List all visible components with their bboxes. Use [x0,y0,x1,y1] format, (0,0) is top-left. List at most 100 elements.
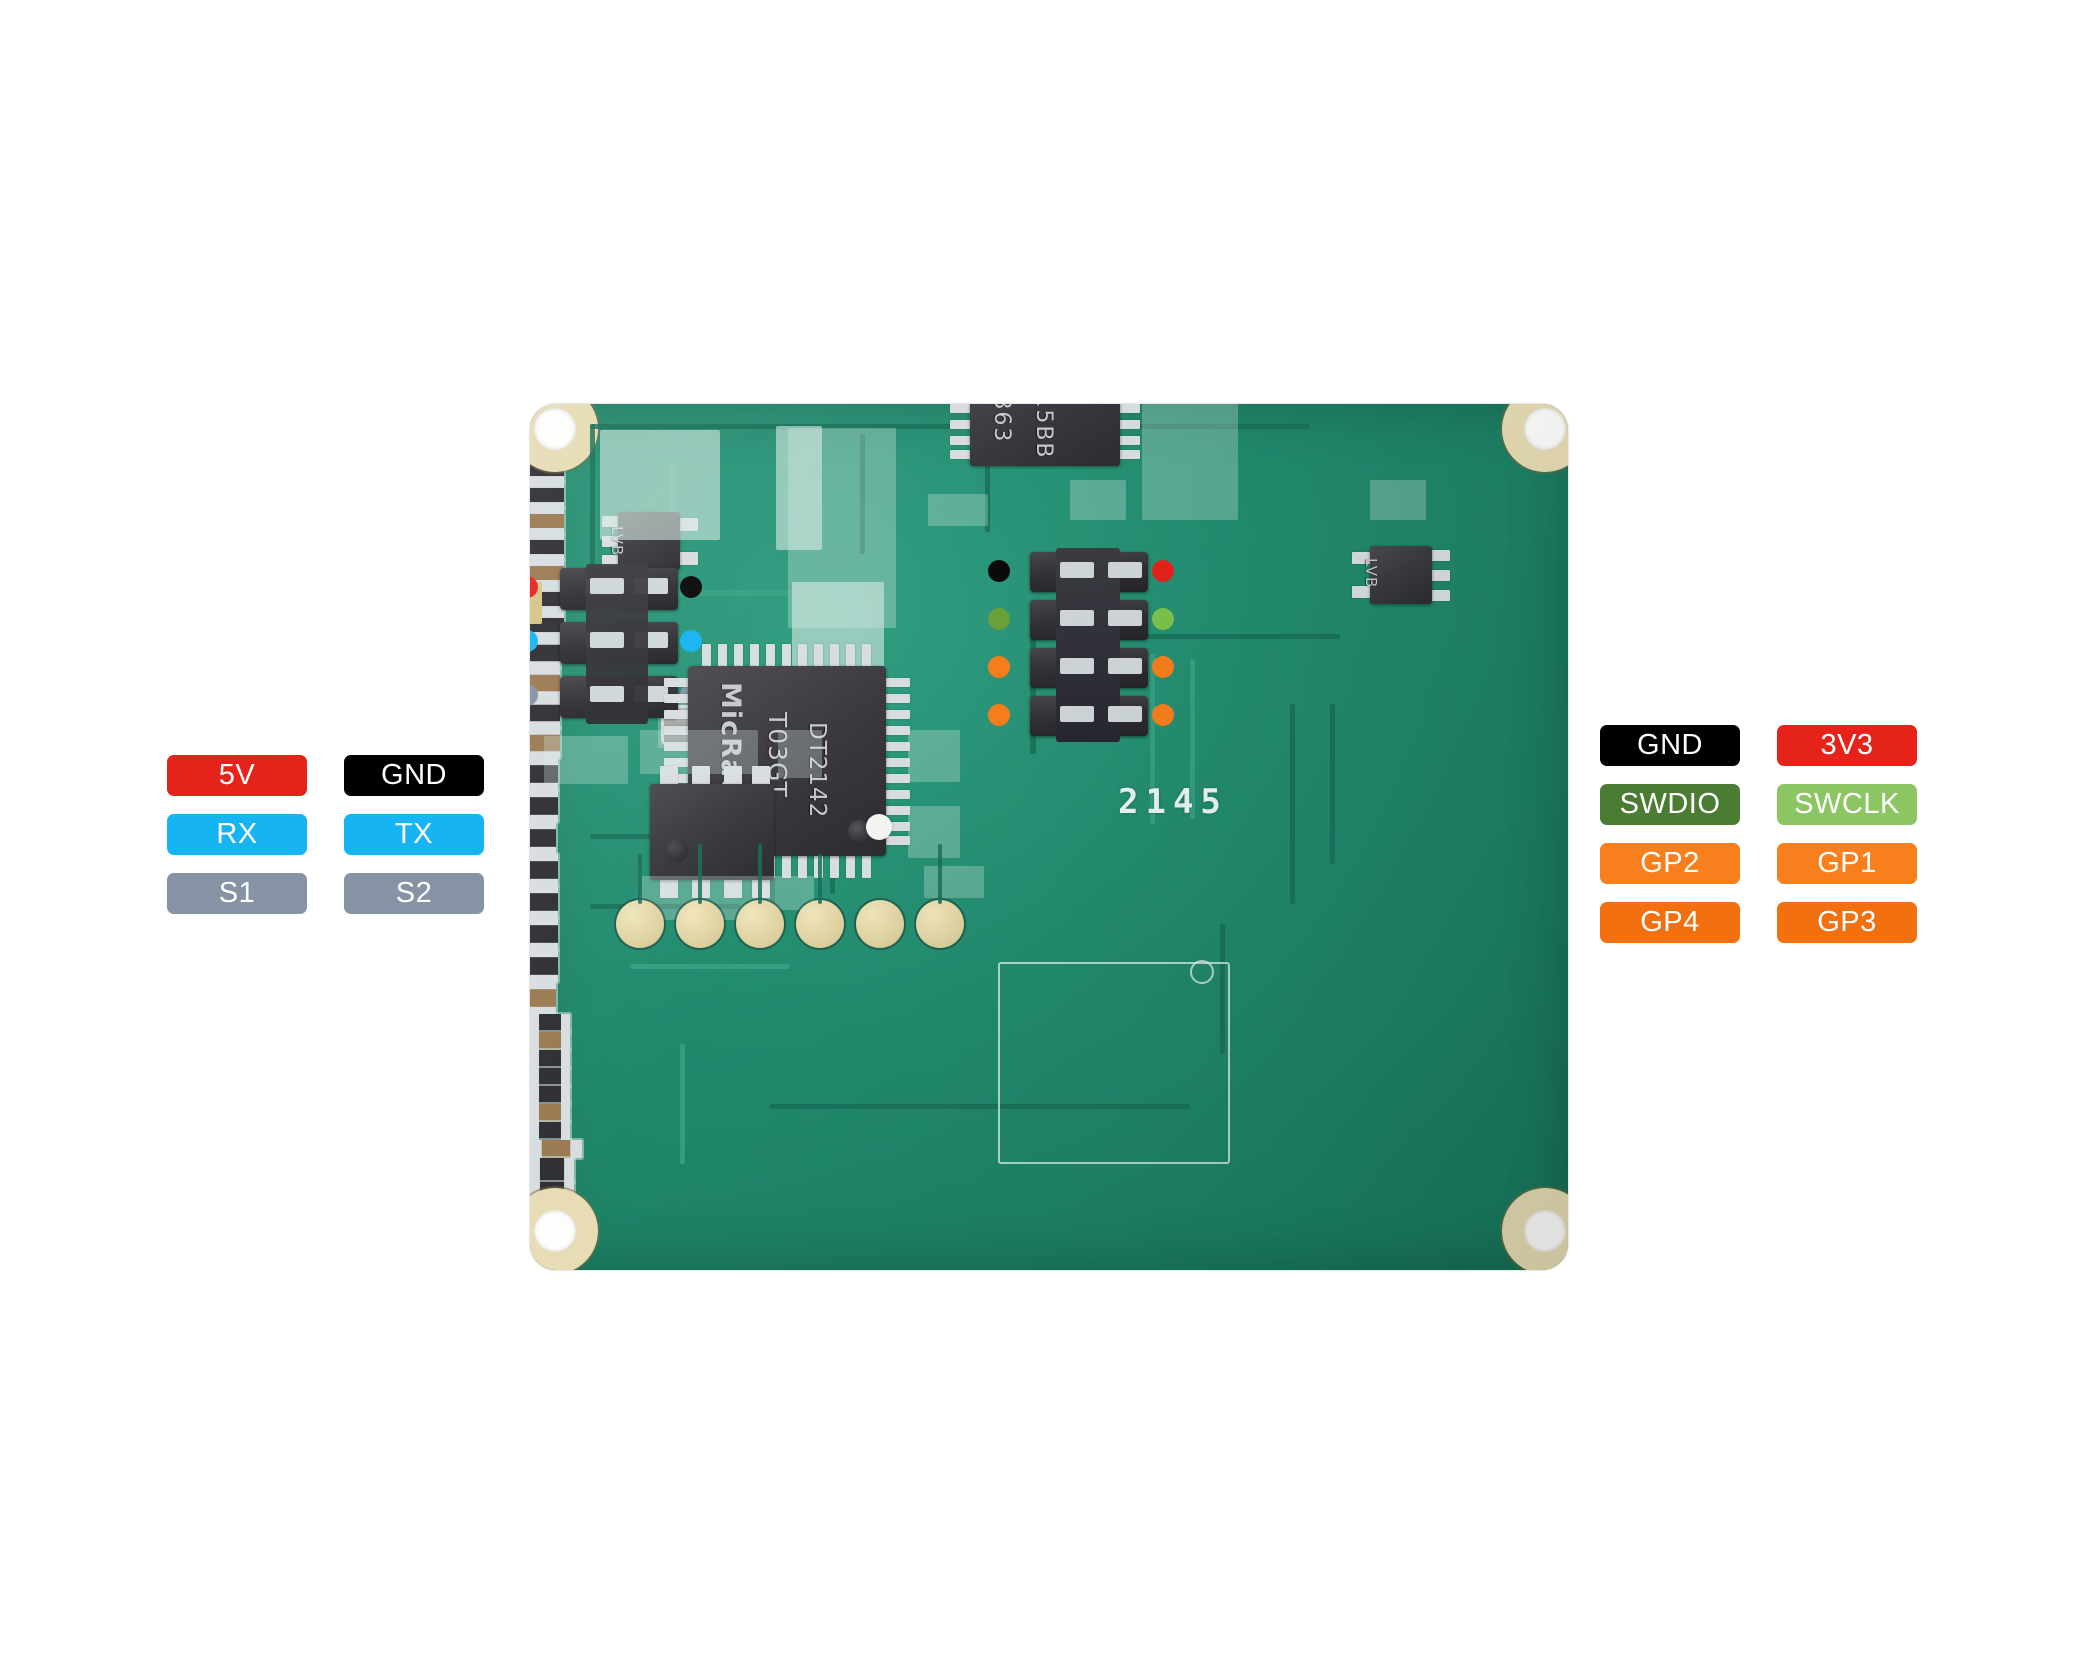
trace [638,854,642,904]
smd-group-outline [1370,480,1426,520]
pin-dot-gnd-right [988,560,1010,582]
smd-component [530,1122,570,1140]
smd-group-outline [600,430,720,540]
smd-component [530,886,558,918]
pcb-board: LVB [530,404,1568,1270]
smd-group-outline [640,730,758,774]
trace [1290,704,1295,904]
smd-group-outline [924,866,984,898]
trace [680,1044,685,1164]
main-mcu: MicRadar T03GT DT2142 [664,644,910,878]
trace [860,434,865,554]
pin-label-5v[interactable]: 5V [167,755,307,796]
smd-component [530,1158,574,1182]
pin-label-swdio[interactable]: SWDIO [1600,784,1740,825]
trace [1150,654,1155,824]
pin-label-gp2[interactable]: GP2 [1600,843,1740,884]
smd-component [530,698,560,728]
smd-component [530,918,558,950]
castellated-pad [796,900,844,948]
smd-group-outline [1070,480,1126,520]
trace [698,844,702,904]
smd-component [530,1068,570,1086]
trace [630,964,790,969]
mounting-hole-top-left [530,404,598,472]
smd-component [530,758,558,790]
chip-cs863-line1: CS863 [989,404,1014,443]
castellated-pad [856,900,904,948]
smd-component [530,728,560,758]
smd-component [530,982,556,1014]
chip-cs863-wrapper: CS863 TE15BB [950,404,1140,466]
smd-grid-panel [788,428,896,628]
pin-label-gp4[interactable]: GP4 [1600,902,1740,943]
smd-group-outline [544,736,628,784]
trace [590,904,740,909]
trace [758,844,762,904]
solder-blob [866,814,892,840]
pin-label-rx[interactable]: RX [167,814,307,855]
pin-label-s2[interactable]: S2 [344,873,484,914]
smd-component [530,482,564,508]
trace [938,844,942,904]
trace [985,422,990,532]
pin-label-swclk[interactable]: SWCLK [1777,784,1917,825]
castellated-pad [916,900,964,948]
smd-component [530,1140,582,1158]
trace [670,590,790,596]
castellated-pad [676,900,724,948]
silkscreen-keepout-notch [1190,960,1214,984]
pin-dot-gp1 [1152,656,1174,678]
right-pinout-legend-column-a: GND SWDIO GP2 GP4 [1600,725,1740,961]
pin-dot-gp2 [988,656,1010,678]
pin-dot-swclk [1152,608,1174,630]
pin-dot-s1 [530,684,538,706]
smd-component [530,1086,570,1104]
smd-group-outline [1142,404,1238,520]
pin-dot-swdio [988,608,1010,630]
trace [1190,659,1195,819]
smd-component [530,1032,570,1050]
chip-cs863-line2: TE15BB [1031,404,1056,460]
pin-dot-gp4 [988,704,1010,726]
pin-label-gp1[interactable]: GP1 [1777,843,1917,884]
pin-dot-3v3 [1152,560,1174,582]
smd-component [530,822,556,854]
left-pinout-legend-column-b: GND TX S2 [344,755,484,932]
pin-label-3v3[interactable]: 3V3 [1777,725,1917,766]
trace [818,854,822,904]
smd-group-outline [778,730,822,778]
pin-dot-5v [530,576,538,598]
pin-dot-gp3 [1152,704,1174,726]
pin-label-gp3[interactable]: GP3 [1777,902,1917,943]
smd-component [530,508,564,534]
smd-component [530,854,558,886]
smd-component [530,1014,570,1032]
smd-component [530,790,558,822]
smd-group-outline [928,494,988,526]
trace [1090,634,1340,639]
smd-group-outline [908,730,960,782]
castellated-pad [616,900,664,948]
mounting-hole-bottom-right [1502,1188,1568,1270]
pin-label-gnd-right[interactable]: GND [1600,725,1740,766]
regulator-right-marking: LVB [1362,558,1380,589]
pin-dot-tx [680,630,702,652]
pin-label-gnd-left[interactable]: GND [344,755,484,796]
pin-dot-rx [530,630,538,652]
trace [1330,704,1335,864]
silkscreen-code: 2145 [1118,782,1228,822]
silkscreen-keepout-box [998,962,1230,1164]
left-pinout-legend-column-a: 5V RX S1 [167,755,307,932]
smd-component [530,1104,570,1122]
smd-group-outline [908,806,960,858]
mounting-hole-bottom-left [530,1188,598,1270]
right-pinout-legend-column-b: 3V3 SWCLK GP1 GP3 [1777,725,1917,961]
castellated-pad [736,900,784,948]
smd-group-outline [776,426,822,550]
smd-component [530,1050,570,1068]
pin-label-s1[interactable]: S1 [167,873,307,914]
pin-label-tx[interactable]: TX [344,814,484,855]
mounting-hole-top-right [1502,404,1568,472]
